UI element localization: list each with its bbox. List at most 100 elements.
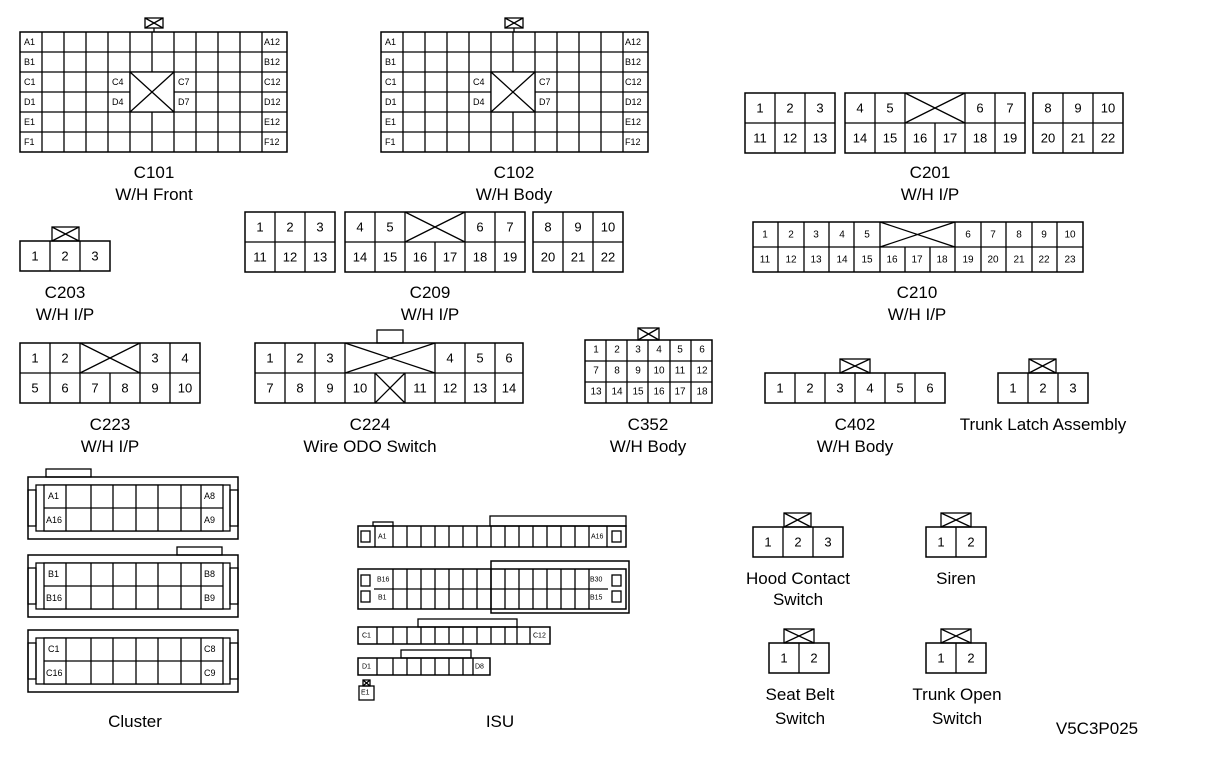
pin-label: C9 <box>204 668 216 678</box>
connector-name: C201 <box>910 163 951 182</box>
pin-label: D7 <box>539 97 551 107</box>
pin-label: C1 <box>48 644 60 654</box>
pin-label: 4 <box>839 230 845 241</box>
pin-label: 17 <box>911 255 923 266</box>
pin-label: 14 <box>853 131 867 146</box>
pin-label: 2 <box>61 249 68 264</box>
pin-label: 18 <box>473 250 487 265</box>
pin-label: 1 <box>266 351 273 366</box>
pin-label: 3 <box>813 230 819 241</box>
pin-label: 1 <box>1009 381 1016 396</box>
connector-name: Switch <box>773 590 823 609</box>
pin-label: 14 <box>502 381 516 396</box>
pin-label: 16 <box>413 250 427 265</box>
pin-label: 10 <box>601 220 615 235</box>
pin-label: A1 <box>385 37 396 47</box>
pin-label: A12 <box>264 37 280 47</box>
pin-label: 17 <box>443 250 457 265</box>
pin-label: 9 <box>1041 230 1047 241</box>
connector-c224: 1 2 3 4 5 6 7 8 9 10 11 12 13 14 C224 Wi… <box>254 329 524 456</box>
connector-cluster: A1 A8 A16 A9 B1 B8 B16 B9 C1 C8 C16 C9 C… <box>27 468 239 731</box>
pin-label: B9 <box>204 593 215 603</box>
pin-label: 2 <box>296 351 303 366</box>
pin-label: 1 <box>756 101 763 116</box>
pin-label: 10 <box>178 381 192 396</box>
pin-label: 10 <box>1064 230 1076 241</box>
pin-label: E12 <box>625 117 641 127</box>
pin-label: 16 <box>913 131 927 146</box>
pin-label: F12 <box>264 137 280 147</box>
pin-label: D12 <box>264 97 281 107</box>
pin-label: 17 <box>674 387 686 398</box>
pin-label: C1 <box>362 633 371 640</box>
pin-label: 22 <box>601 250 615 265</box>
pin-label: D4 <box>112 97 124 107</box>
pin-label: 1 <box>31 351 38 366</box>
pin-label: C4 <box>112 77 124 87</box>
connector-name: C209 <box>410 283 451 302</box>
pin-label: 8 <box>296 381 303 396</box>
connector-c223: 1 2 3 4 5 6 7 8 9 10 C223 W/H I/P <box>19 342 201 456</box>
pin-label: 7 <box>990 230 996 241</box>
pin-label: D12 <box>625 97 642 107</box>
pin-label: 3 <box>151 351 158 366</box>
connector-name: ISU <box>486 712 514 731</box>
pin-label: B16 <box>46 593 62 603</box>
pin-label: 19 <box>503 250 517 265</box>
pin-label: 1 <box>937 651 944 666</box>
connector-c210: 1 2 3 4 5 6 7 8 9 10 11 12 13 14 15 16 1… <box>752 221 1084 324</box>
pin-label: A16 <box>46 515 62 525</box>
pin-label: 12 <box>283 250 297 265</box>
pin-label: 9 <box>635 366 641 377</box>
pin-label: C4 <box>473 77 485 87</box>
pin-label: D7 <box>178 97 190 107</box>
pin-label: 7 <box>91 381 98 396</box>
pin-label: 15 <box>883 131 897 146</box>
pin-label: 1 <box>780 651 787 666</box>
pin-label: 1 <box>762 230 768 241</box>
pin-label: 2 <box>1039 381 1046 396</box>
connector-desc: W/H Body <box>476 185 553 204</box>
pin-label: 13 <box>473 381 487 396</box>
pin-label: 9 <box>326 381 333 396</box>
pin-label: 7 <box>506 220 513 235</box>
pin-label: 15 <box>632 387 644 398</box>
pin-label: 16 <box>886 255 898 266</box>
pin-label: 7 <box>1006 101 1013 116</box>
pin-label: 1 <box>593 345 599 356</box>
pin-label: F1 <box>385 137 396 147</box>
pin-label: 6 <box>476 220 483 235</box>
pin-label: D8 <box>475 664 484 671</box>
pin-label: B1 <box>24 57 35 67</box>
pin-label: 2 <box>614 345 620 356</box>
pin-label: D1 <box>385 97 397 107</box>
connector-name: C210 <box>897 283 938 302</box>
connector-name: Hood Contact <box>746 569 850 588</box>
pin-label: B12 <box>264 57 280 67</box>
connector-name: C224 <box>350 415 391 434</box>
connector-name: Seat Belt <box>766 685 835 704</box>
pin-label: 12 <box>783 131 797 146</box>
pin-label: 7 <box>266 381 273 396</box>
pin-label: 10 <box>653 366 665 377</box>
pin-label: 3 <box>824 535 831 550</box>
pin-label: 12 <box>696 366 708 377</box>
pin-label: 5 <box>476 351 483 366</box>
pin-label: 1 <box>31 249 38 264</box>
pin-label: 20 <box>1041 131 1055 146</box>
pin-label: 4 <box>866 381 873 396</box>
pin-label: 16 <box>653 387 665 398</box>
connector-seat-belt-switch: 1 2 Seat Belt Switch <box>766 628 835 728</box>
pin-label: E12 <box>264 117 280 127</box>
connector-desc: W/H Front <box>115 185 193 204</box>
pin-label: 6 <box>976 101 983 116</box>
pin-label: F12 <box>625 137 641 147</box>
pin-label: 21 <box>1013 255 1025 266</box>
pin-label: 13 <box>810 255 822 266</box>
pin-label: 18 <box>696 387 708 398</box>
pin-label: 13 <box>590 387 602 398</box>
pin-label: 11 <box>675 366 686 377</box>
connector-c352: 1 2 3 4 5 6 7 8 9 10 11 12 13 14 15 16 1… <box>584 327 713 456</box>
pin-label: 3 <box>635 345 641 356</box>
connector-desc: W/H I/P <box>888 305 947 324</box>
